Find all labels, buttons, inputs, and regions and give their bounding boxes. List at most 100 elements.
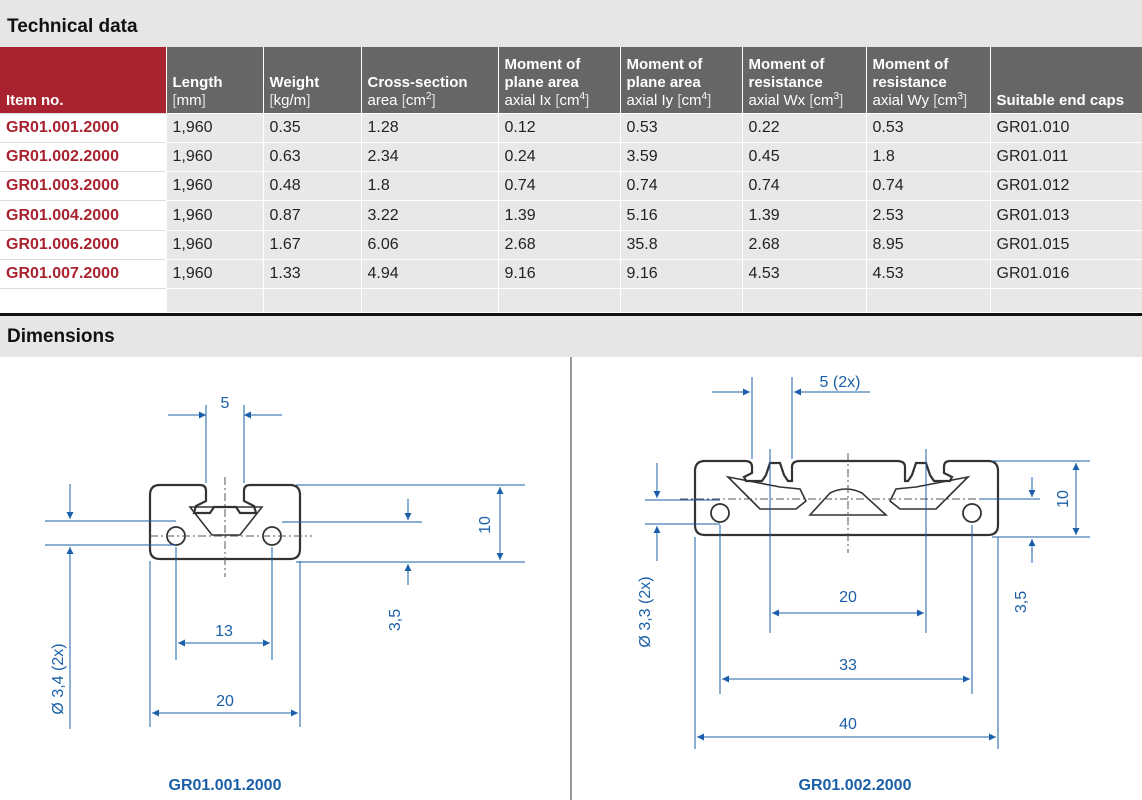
table-cell: GR01.012 xyxy=(989,171,1142,201)
table-cell: 2.53 xyxy=(865,200,990,231)
column-header-unit: axial Iy [cm4] xyxy=(626,90,712,109)
table-cell: 9.16 xyxy=(497,258,620,289)
left-cavity xyxy=(725,475,808,510)
table-cell: 0.53 xyxy=(619,112,742,143)
dim2-slot-label: 5 (2x) xyxy=(820,374,861,391)
dim1-slot-label: 5 xyxy=(221,395,230,412)
table-cell: 4.94 xyxy=(360,258,498,289)
column-header-title-line2: resistance xyxy=(872,73,947,91)
column-header-unit: [mm] xyxy=(172,91,206,109)
dim2-holes-label: 33 xyxy=(839,657,857,674)
spacer-cell xyxy=(989,288,1142,312)
column-header-unit: axial Wy [cm3] xyxy=(872,90,968,109)
table-cell: 0.22 xyxy=(741,112,866,143)
table-cell: 0.45 xyxy=(741,141,866,172)
drawing-caption-2: GR01.002.2000 xyxy=(798,777,912,794)
table-cell: 9.16 xyxy=(619,258,742,289)
spacer-cell xyxy=(497,288,620,312)
table-cell: 4.53 xyxy=(865,258,990,289)
item-number-cell: GR01.007.2000 xyxy=(0,258,166,289)
column-header-title: Moment of xyxy=(748,55,825,73)
table-spacer-row xyxy=(0,288,1142,312)
drawing-caption-1: GR01.001.2000 xyxy=(168,777,282,794)
column-header-title-line2: resistance xyxy=(748,73,823,91)
mounting-hole-right xyxy=(962,503,982,523)
table-cell: 2.68 xyxy=(741,229,866,260)
item-number-cell: GR01.002.2000 xyxy=(0,141,166,172)
column-header-title-line2: Suitable end caps xyxy=(996,91,1125,109)
table-cell: GR01.010 xyxy=(989,112,1142,143)
table-cell: 0.74 xyxy=(497,171,620,201)
table-cell: 1.33 xyxy=(262,258,361,289)
table-cell: 5.16 xyxy=(619,200,742,231)
column-header-title: Cross-section xyxy=(367,73,468,91)
table-cell: 0.53 xyxy=(865,112,990,143)
column-header-unit: axial Ix [cm4] xyxy=(504,90,590,109)
table-cell: 0.74 xyxy=(865,171,990,201)
table-cell: 1.67 xyxy=(262,229,361,260)
table-cell: 0.24 xyxy=(497,141,620,172)
table-cell: 2.34 xyxy=(360,141,498,172)
table-cell: 1.8 xyxy=(865,141,990,172)
table-cell: 8.95 xyxy=(865,229,990,260)
table-cell: 1,960 xyxy=(165,141,263,172)
dim2-width-label: 40 xyxy=(839,716,857,733)
section-title-dimensions: Dimensions xyxy=(7,326,115,347)
dim1-holes-label: 13 xyxy=(215,623,233,640)
dim2-slots-label: 20 xyxy=(839,589,857,606)
dim2-diameter-label: Ø 3,3 (2x) xyxy=(637,576,654,647)
table-cell: 1,960 xyxy=(165,171,263,201)
item-number-cell: GR01.001.2000 xyxy=(0,112,166,143)
item-number-cell: GR01.006.2000 xyxy=(0,229,166,260)
table-cell: 1.39 xyxy=(741,200,866,231)
spacer-cell xyxy=(741,288,866,312)
table-cell: 2.68 xyxy=(497,229,620,260)
column-header-title-line2: plane area xyxy=(504,73,579,91)
dim1-height-label: 10 xyxy=(477,516,494,534)
table-cell: GR01.016 xyxy=(989,258,1142,289)
dim1-diameter-label: Ø 3,4 (2x) xyxy=(50,643,67,714)
technical-data-header: Technical data xyxy=(0,0,1142,47)
table-cell: 0.74 xyxy=(619,171,742,201)
column-header-unit: [kg/m] xyxy=(269,91,311,109)
drawing-gr01-001: 5 13 20 10 3,5 Ø 3,4 (2x) xyxy=(45,395,525,729)
column-header-title: Moment of xyxy=(504,55,581,73)
column-header-title-line2: Item no. xyxy=(6,91,64,109)
spacer-cell xyxy=(619,288,742,312)
column-header-title: Moment of xyxy=(626,55,703,73)
spacer-cell xyxy=(360,288,498,312)
section-title-technical: Technical data xyxy=(7,16,138,37)
table-cell: 3.59 xyxy=(619,141,742,172)
table-cell: GR01.011 xyxy=(989,141,1142,172)
dim1-offset-label: 3,5 xyxy=(387,609,404,631)
table-cell: GR01.013 xyxy=(989,200,1142,231)
profile-outline xyxy=(148,483,302,561)
column-header-title: Weight xyxy=(269,73,320,91)
table-cell: 1,960 xyxy=(165,258,263,289)
right-cavity xyxy=(888,475,971,510)
spacer-cell xyxy=(0,288,166,312)
spacer-cell xyxy=(262,288,361,312)
dimensions-header: Dimensions xyxy=(0,313,1142,357)
column-header-title: Length xyxy=(172,73,223,91)
spacer-cell xyxy=(165,288,263,312)
dim2-offset-label: 3,5 xyxy=(1013,591,1030,613)
item-number-cell: GR01.004.2000 xyxy=(0,200,166,231)
table-cell: 1.28 xyxy=(360,112,498,143)
table-cell: 0.48 xyxy=(262,171,361,201)
column-header: Item no. xyxy=(0,47,166,113)
table-cell: 1.8 xyxy=(360,171,498,201)
column-header: Suitable end caps xyxy=(989,47,1142,113)
table-cell: 0.12 xyxy=(497,112,620,143)
table-cell: 1,960 xyxy=(165,229,263,260)
